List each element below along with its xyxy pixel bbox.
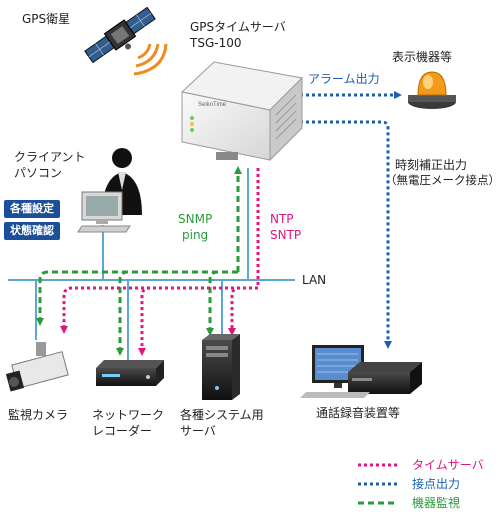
recorder-label-2: レコーダー	[92, 424, 153, 438]
sntp-label: SNTP	[270, 228, 302, 242]
device-brand: SeikoTime	[198, 102, 227, 108]
satellite-icon	[84, 6, 156, 64]
time-correction-sub: （無電圧メーク接点）	[385, 173, 500, 187]
call-recorder-icon	[300, 345, 422, 398]
ping-label: ping	[182, 228, 209, 242]
sysserver-label: 各種システム用	[180, 408, 264, 422]
legend-label-ntp: タイムサーバ	[412, 458, 484, 472]
ntp-paths	[60, 168, 260, 356]
client-label: クライアント	[14, 150, 86, 164]
legend-label-monitor: 機器監視	[412, 496, 461, 510]
alarm-output-label: アラーム出力	[308, 72, 380, 86]
camera-icon	[5, 342, 69, 392]
settings-badge: 各種設定	[4, 200, 60, 218]
time-correction-arrow	[300, 120, 392, 349]
recorder-icon	[96, 360, 164, 386]
ntp-path-sysserver	[228, 168, 260, 336]
legend-label-contact: 接点出力	[412, 477, 461, 491]
sysserver-label-2: サーバ	[180, 424, 216, 438]
time-server-device: SeikoTime	[180, 61, 304, 162]
lan-label: LAN	[302, 273, 327, 287]
contact-paths	[300, 91, 402, 349]
display-device-label: 表示機器等	[392, 50, 453, 64]
status-badge: 状態確認	[4, 222, 60, 240]
monitor-path-sysserver	[206, 270, 238, 336]
client-label-2: パソコン	[14, 166, 63, 180]
time-server-model: TSG-100	[190, 36, 242, 50]
ntp-path-camera	[60, 286, 150, 334]
time-server-label: GPSタイムサーバ	[190, 20, 286, 34]
client-pc-icon	[77, 191, 131, 233]
monitor-path-recorder	[116, 270, 238, 356]
legend	[358, 463, 398, 505]
gps-satellite-label: GPS衛星	[22, 12, 71, 26]
monitor-path-camera	[36, 270, 238, 326]
call-recorder-label: 通話録音装置等	[316, 406, 401, 420]
recorder-label: ネットワーク	[92, 408, 165, 422]
snmp-label: SNMP	[178, 212, 213, 226]
beacon-icon	[408, 71, 456, 109]
ntp-label: NTP	[270, 212, 294, 226]
ntp-path-recorder	[138, 286, 258, 356]
server-tower-icon	[202, 334, 240, 400]
monitor-paths	[36, 166, 242, 356]
lan-lines	[8, 168, 295, 362]
time-correction-label: 時刻補正出力	[395, 158, 468, 172]
camera-label: 監視カメラ	[8, 408, 69, 422]
satellite-signal	[133, 43, 168, 76]
